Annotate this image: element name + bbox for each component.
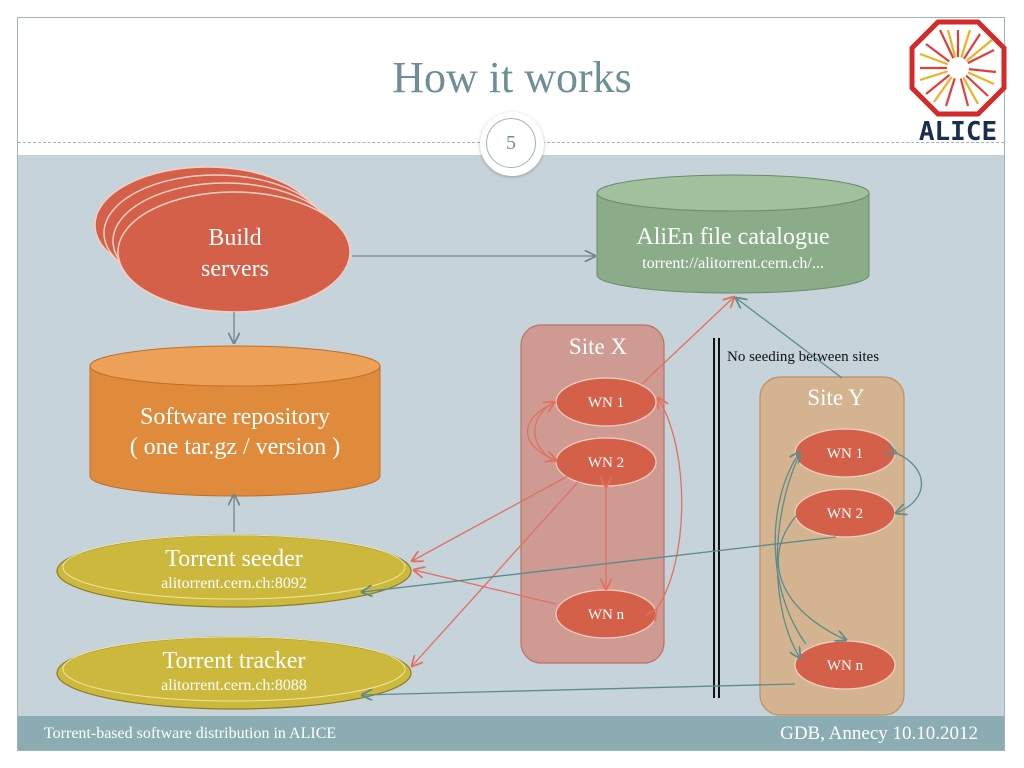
site-x-wn2-node: WN 2 (555, 437, 657, 487)
torrent-seeder-node: Torrent seeder alitorrent.cern.ch:8092 (56, 534, 412, 608)
alice-logo-text: ALICE (919, 117, 997, 146)
edge-sitey-to-catalogue (736, 298, 843, 379)
edge-sitey-wnn-to-tracker (362, 683, 796, 695)
torrent-seeder-title: Torrent seeder (165, 546, 303, 572)
site-x-wn1-node: WN 1 (555, 377, 657, 427)
edge-sitey-wn2-to-wnn (777, 515, 846, 640)
edge-sitex-wnn-to-wn1 (656, 398, 683, 610)
site-x-wn1-label: WN 1 (588, 395, 624, 411)
build-servers-node: Build servers (94, 166, 351, 313)
edge-sitex-wn1-to-catalogue (641, 297, 734, 385)
edge-sitey-wn2-to-seeder (362, 536, 837, 592)
site-y-wn2-node: WN 2 (794, 488, 896, 538)
site-y-wnn-node: WN n (794, 640, 896, 690)
site-x-wn2-label: WN 2 (588, 455, 624, 471)
torrent-seeder-subtitle: alitorrent.cern.ch:8092 (161, 575, 307, 592)
edge-sitex-wn2-to-tracker (412, 481, 579, 666)
site-x-label: Site X (569, 334, 628, 359)
software-repository-line1: Software repository (140, 404, 330, 430)
edge-sitey-wnn-to-wn1 (774, 452, 807, 645)
edge-sitex-wn2-to-wn1 (534, 402, 556, 463)
site-x-wnn-node: WN n (555, 589, 657, 639)
site-y-wn1-label: WN 1 (827, 446, 863, 462)
torrent-tracker-subtitle: alitorrent.cern.ch:8088 (161, 677, 307, 694)
alien-catalogue-node: AliEn file catalogue torrent://alitorren… (596, 174, 870, 294)
site-y-wn2-label: WN 2 (827, 506, 863, 522)
separator-note: No seeding between sites (727, 349, 879, 365)
page-number: 5 (486, 118, 536, 168)
slide-title: How it works (392, 53, 632, 102)
software-repository-line2: ( one tar.gz / version ) (130, 434, 341, 460)
torrent-tracker-title: Torrent tracker (163, 648, 306, 674)
footer-left-text: Torrent-based software distribution in A… (44, 725, 337, 742)
page-number-badge: 5 (480, 112, 544, 176)
build-servers-line1: Build (208, 225, 261, 251)
site-y-wn1-node: WN 1 (794, 428, 896, 478)
alien-catalogue-title: AliEn file catalogue (636, 224, 829, 250)
slide-footer: Torrent-based software distribution in A… (18, 716, 1004, 750)
edge-sitey-wn1-to-wnn (776, 457, 800, 658)
edge-sitey-wn1-to-wn2 (896, 453, 922, 513)
edge-sitex-wnn-to-seeder (414, 570, 557, 605)
alien-catalogue-subtitle: torrent://alitorrent.cern.ch/... (642, 255, 824, 272)
site-x-wnn-label: WN n (588, 607, 625, 623)
site-y-wnn-label: WN n (827, 658, 864, 674)
footer-right-text: GDB, Annecy 10.10.2012 (780, 723, 978, 744)
slide-frame (17, 17, 1005, 751)
site-y-label: Site Y (807, 385, 865, 410)
build-servers-line2: servers (201, 256, 269, 282)
torrent-tracker-node: Torrent tracker alitorrent.cern.ch:8088 (56, 636, 412, 710)
software-repository-node: Software repository ( one tar.gz / versi… (89, 345, 381, 497)
alice-logo: ALICE (909, 19, 1007, 146)
edge-sitex-wn2-to-seeder (412, 475, 569, 561)
